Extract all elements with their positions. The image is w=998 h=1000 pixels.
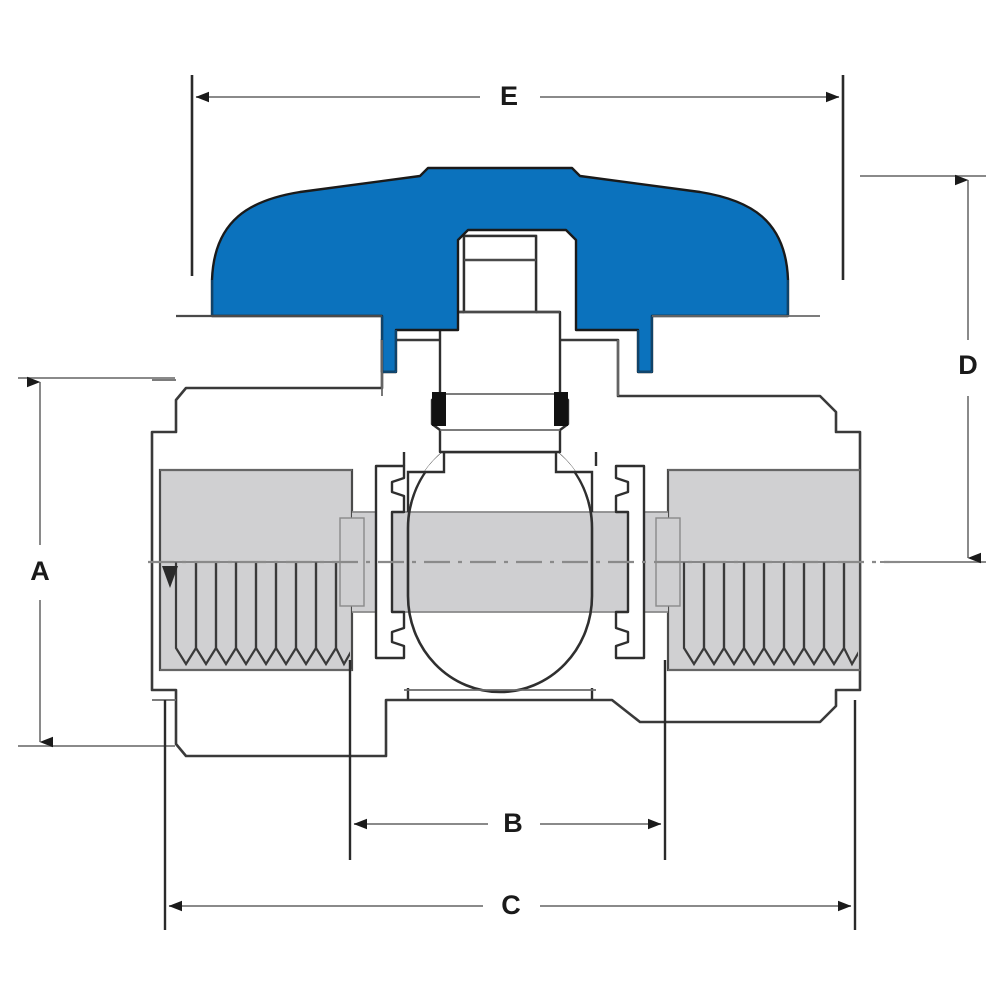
- body-cavity: [402, 452, 598, 700]
- dimension-E: E: [190, 75, 845, 280]
- thread-start-chamfer-left: [162, 566, 178, 588]
- ball-stem-slot-right: [554, 452, 594, 512]
- dimension-D: D: [860, 174, 986, 564]
- thread-left-teeth: [162, 562, 350, 667]
- valve-assembly: [150, 166, 862, 758]
- dimension-E-label: E: [500, 81, 518, 111]
- handle[interactable]: [210, 166, 790, 374]
- dimension-A: A: [18, 376, 175, 748]
- thread-left: [158, 468, 354, 672]
- handle-hub: [176, 314, 820, 318]
- stem-seal-right: [554, 392, 568, 426]
- ball-outline: [406, 430, 594, 694]
- dimension-B-label: B: [503, 808, 523, 838]
- body-detail-lines: [152, 340, 860, 701]
- handle-right-edge-shade: [637, 280, 789, 373]
- dimension-B: B: [348, 660, 667, 860]
- handle-shape[interactable]: [210, 166, 790, 374]
- dimension-C: C: [163, 700, 857, 930]
- dimension-A-label: A: [30, 556, 50, 586]
- dimension-D-label: D: [958, 350, 978, 380]
- thread-right: [666, 468, 862, 672]
- ball-stem-slot-left: [406, 452, 446, 512]
- stem-seal-left: [432, 392, 446, 426]
- stem: [430, 234, 570, 454]
- dimension-C-label: C: [501, 890, 521, 920]
- thread-right-teeth: [682, 562, 858, 667]
- stem-top-flats: [462, 234, 538, 314]
